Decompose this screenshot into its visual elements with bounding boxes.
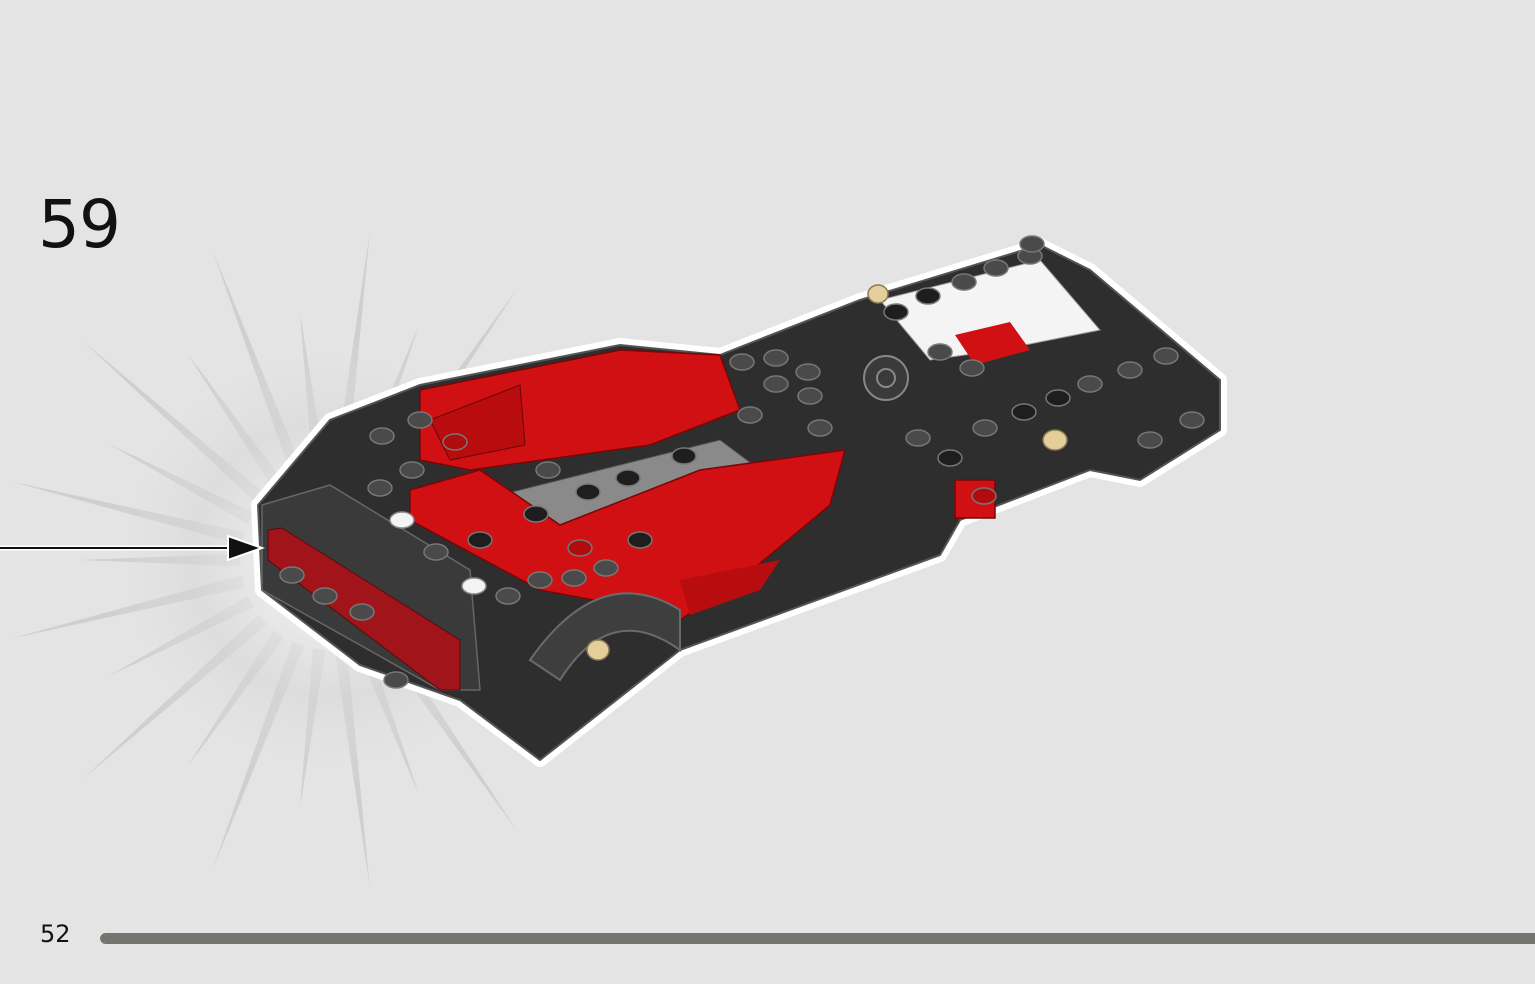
stud — [567, 539, 593, 557]
stud — [523, 505, 549, 523]
stud — [1011, 403, 1037, 421]
stud — [615, 469, 641, 487]
stud — [593, 559, 619, 577]
stud — [972, 419, 998, 437]
stud — [349, 603, 375, 621]
stud — [971, 487, 997, 505]
stud — [389, 511, 415, 529]
stud — [407, 411, 433, 429]
stud — [383, 671, 409, 689]
stud — [905, 429, 931, 447]
stud — [1077, 375, 1103, 393]
stud — [807, 419, 833, 437]
stud — [671, 447, 697, 465]
stud — [312, 587, 338, 605]
stud — [1117, 361, 1143, 379]
page-number: 52 — [40, 920, 71, 948]
stud — [1153, 347, 1179, 365]
stud — [369, 427, 395, 445]
stud — [399, 461, 425, 479]
stud — [367, 479, 393, 497]
stud — [1019, 235, 1045, 253]
stud — [575, 483, 601, 501]
stud — [729, 353, 755, 371]
stud — [495, 587, 521, 605]
progress-bar-fill — [100, 933, 1535, 944]
pointer-arrow-icon — [0, 534, 266, 562]
stud — [527, 571, 553, 589]
stud — [959, 359, 985, 377]
stud — [1137, 431, 1163, 449]
stud — [279, 566, 305, 584]
stud — [561, 569, 587, 587]
stud — [467, 531, 493, 549]
stud — [461, 577, 487, 595]
stud — [442, 433, 468, 451]
stud — [763, 349, 789, 367]
stud — [797, 387, 823, 405]
stud — [737, 406, 763, 424]
lego-car-model — [251, 235, 1227, 767]
stud — [763, 375, 789, 393]
stud — [927, 343, 953, 361]
stud — [627, 531, 653, 549]
stud — [883, 303, 909, 321]
stud — [1045, 389, 1071, 407]
stud — [423, 543, 449, 561]
stud — [937, 449, 963, 467]
step-number: 59 — [38, 186, 121, 263]
stud — [951, 273, 977, 291]
stud — [983, 259, 1009, 277]
stud — [1179, 411, 1205, 429]
stud — [535, 461, 561, 479]
progress-bar — [100, 933, 1535, 944]
stud — [915, 287, 941, 305]
stud — [795, 363, 821, 381]
